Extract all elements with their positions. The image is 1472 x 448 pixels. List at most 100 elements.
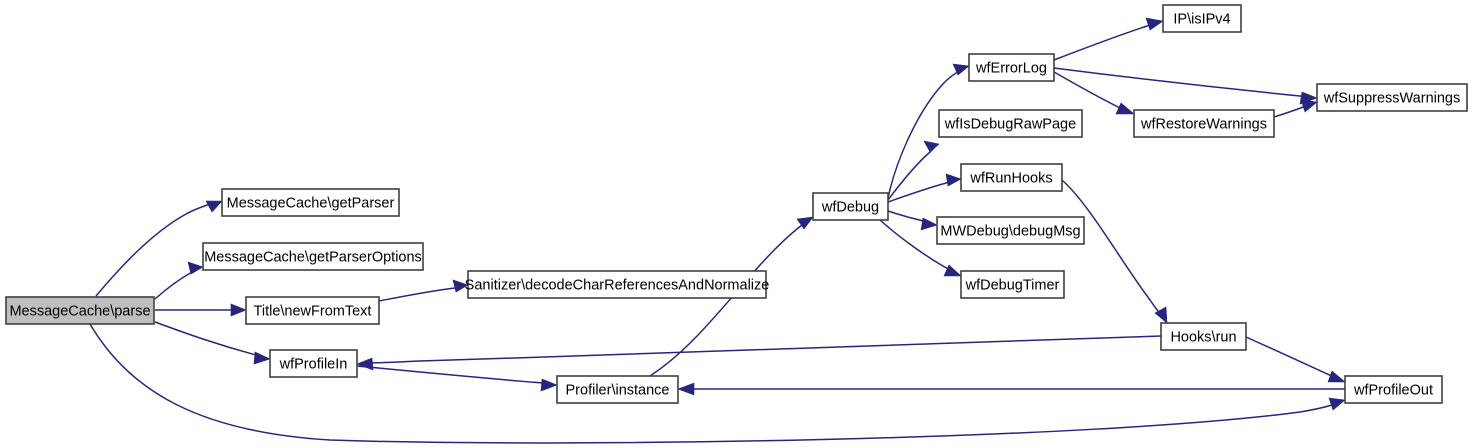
node-label: wfDebug	[821, 199, 879, 215]
arrowhead-icon	[253, 351, 271, 365]
node-label: wfSuppressWarnings	[1323, 90, 1460, 106]
edge-line	[1245, 336, 1340, 380]
graph-node-rawPage[interactable]: wfIsDebugRawPage	[938, 109, 1083, 138]
node-label: wfRestoreWarnings	[1140, 116, 1267, 132]
edge-wfDebug-to-debugMsg	[887, 210, 938, 231]
edge-line	[356, 365, 550, 385]
edge-parse-to-newFromText	[155, 303, 247, 317]
node-box[interactable]	[556, 375, 679, 404]
node-label: MWDebug\debugMsg	[940, 223, 1080, 239]
edge-parse-to-getParser	[95, 200, 223, 297]
arrowhead-icon	[452, 279, 469, 293]
node-box[interactable]	[960, 163, 1063, 192]
edge-parse-to-getParserOpt	[154, 261, 204, 300]
edge-line	[1053, 67, 1310, 98]
node-box[interactable]	[1133, 109, 1275, 138]
node-box[interactable]	[812, 192, 889, 221]
edge-restoreWarn-to-suppressWarn	[1273, 99, 1318, 118]
node-label: MessageCache\getParser	[227, 195, 395, 211]
graph-node-restoreWarn[interactable]: wfRestoreWarnings	[1133, 109, 1275, 138]
graph-node-wfRunHooks[interactable]: wfRunHooks	[960, 163, 1063, 192]
graph-node-hooksRun[interactable]: Hooks\run	[1160, 322, 1247, 351]
node-box[interactable]	[1162, 4, 1242, 33]
node-label: IP\isIPv4	[1173, 11, 1230, 27]
graph-node-suppressWarn[interactable]: wfSuppressWarnings	[1316, 83, 1468, 112]
edge-parse-to-wfProfileIn	[154, 321, 271, 365]
edge-line	[887, 180, 956, 203]
graph-node-debugTimer[interactable]: wfDebugTimer	[960, 270, 1065, 299]
graph-node-profInstance[interactable]: Profiler\instance	[556, 375, 679, 404]
node-label: wfDebugTimer	[965, 277, 1060, 293]
node-box[interactable]	[467, 270, 767, 299]
graph-node-wfDebug[interactable]: wfDebug	[812, 192, 889, 221]
edge-newFromText-to-decodeChar	[378, 279, 469, 302]
graph-node-getParser[interactable]: MessageCache\getParser	[221, 188, 400, 217]
arrowhead-icon	[920, 217, 938, 231]
node-label: Hooks\run	[1170, 329, 1236, 345]
arrowhead-icon	[1328, 397, 1346, 411]
node-box[interactable]	[221, 188, 400, 217]
graph-node-decodeChar[interactable]: Sanitizer\decodeCharReferencesAndNormali…	[465, 270, 770, 299]
node-label: Profiler\instance	[566, 382, 670, 398]
edge-line	[378, 286, 462, 302]
node-box[interactable]	[968, 53, 1055, 82]
edge-line	[154, 321, 263, 358]
graph-node-wfProfileIn[interactable]: wfProfileIn	[269, 349, 358, 378]
graph-node-getParserOpt[interactable]: MessageCache\getParserOptions	[202, 242, 424, 271]
arrowhead-icon	[1115, 102, 1135, 115]
edge-wfRunHooks-to-hooksRun	[1061, 179, 1168, 324]
arrowhead-icon	[187, 261, 204, 275]
node-label: MessageCache\getParserOptions	[204, 249, 422, 265]
node-box[interactable]	[5, 296, 155, 325]
edge-line	[887, 68, 964, 199]
node-box[interactable]	[202, 242, 424, 271]
graph-node-debugMsg[interactable]: MWDebug\debugMsg	[936, 216, 1085, 245]
node-box[interactable]	[1316, 83, 1468, 112]
graph-node-newFromText[interactable]: Title\newFromText	[245, 296, 380, 325]
node-label: wfProfileOut	[1353, 382, 1433, 398]
arrowhead-icon	[945, 173, 962, 187]
arrowhead-icon	[1154, 306, 1168, 324]
edge-wfErrorLog-to-restoreWarn	[1053, 71, 1135, 115]
graph-node-isIPv4[interactable]: IP\isIPv4	[1162, 4, 1242, 33]
arrowhead-icon	[677, 382, 695, 396]
graph-node-parse[interactable]: MessageCache\parse	[5, 296, 155, 325]
graph-node-wfProfileOut[interactable]: wfProfileOut	[1344, 375, 1443, 404]
edges-layer	[89, 17, 1346, 444]
edge-wfDebug-to-wfRunHooks	[887, 173, 962, 203]
node-box[interactable]	[269, 349, 358, 378]
node-box[interactable]	[938, 109, 1083, 138]
node-label: Title\newFromText	[254, 303, 372, 319]
arrowhead-icon	[923, 140, 940, 153]
edge-wfDebug-to-rawPage	[887, 140, 940, 201]
edge-wfErrorLog-to-suppressWarn	[1053, 67, 1318, 105]
edge-wfProfileIn-to-profInstance	[356, 365, 558, 392]
node-label: Sanitizer\decodeCharReferencesAndNormali…	[465, 277, 770, 293]
edge-wfDebug-to-wfErrorLog	[887, 63, 970, 199]
edge-hooksRun-to-wfProfileOut	[1245, 336, 1346, 383]
node-label: wfIsDebugRawPage	[944, 116, 1076, 132]
edge-line	[154, 269, 197, 300]
node-label: wfErrorLog	[975, 60, 1047, 76]
node-box[interactable]	[1160, 322, 1247, 351]
node-box[interactable]	[960, 270, 1065, 299]
node-label: wfRunHooks	[969, 170, 1052, 186]
node-box[interactable]	[936, 216, 1085, 245]
edge-line	[89, 323, 1339, 444]
node-box[interactable]	[1344, 375, 1443, 404]
arrowhead-icon	[356, 357, 374, 371]
edge-hooksRun-to-wfProfileIn	[356, 335, 1162, 371]
node-label: wfProfileIn	[279, 356, 348, 372]
edge-line	[1053, 71, 1127, 112]
node-box[interactable]	[245, 296, 380, 325]
arrowhead-icon	[796, 216, 814, 230]
edge-wfErrorLog-to-isIPv4	[1053, 17, 1164, 61]
graph-node-wfErrorLog[interactable]: wfErrorLog	[968, 53, 1055, 82]
arrowhead-icon	[943, 264, 962, 277]
edge-line	[1061, 179, 1164, 318]
arrowhead-icon	[540, 378, 558, 392]
nodes-layer: MessageCache\parse MessageCache\getParser…	[5, 4, 1468, 404]
node-label: MessageCache\parse	[9, 303, 150, 319]
edge-line	[95, 202, 214, 297]
